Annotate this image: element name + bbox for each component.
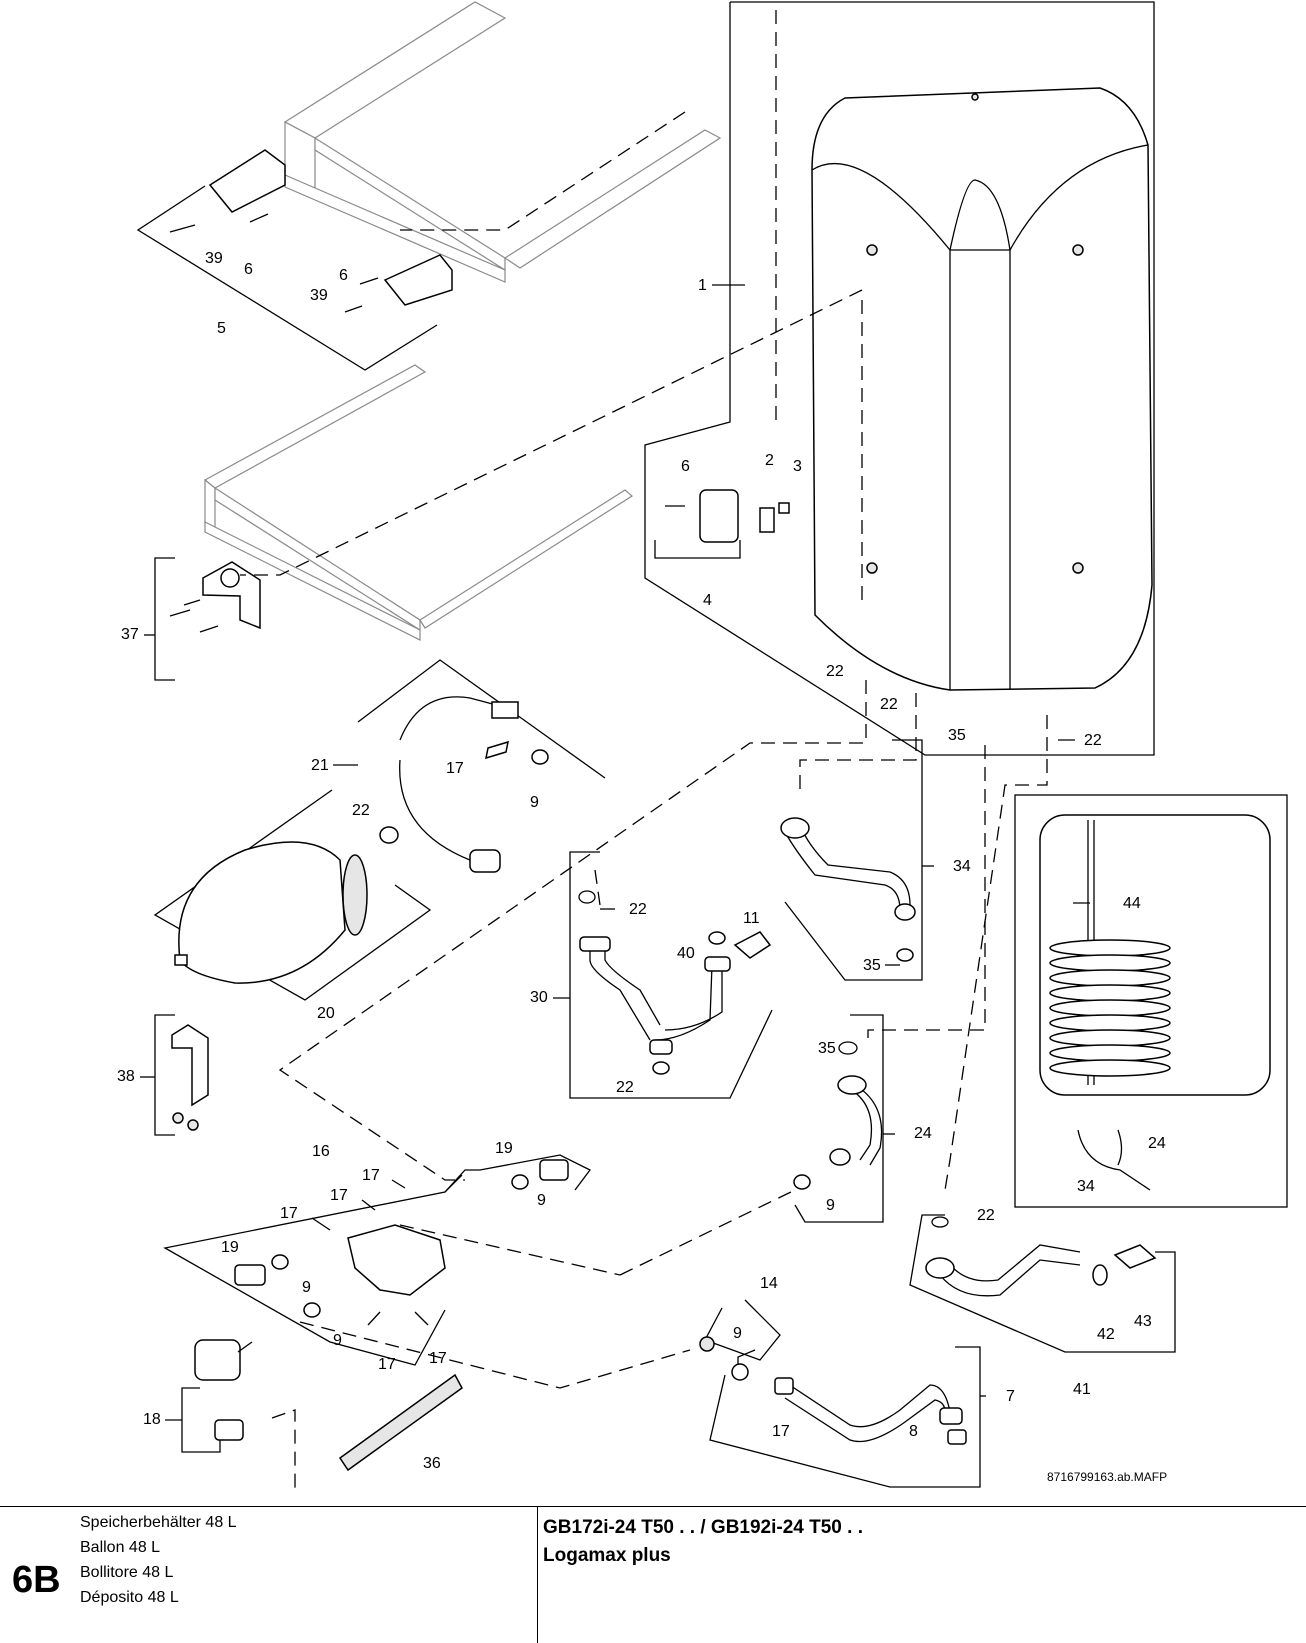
pipe-group-24 [793,1014,884,1223]
label-7: 7 [1006,1388,1015,1405]
label-20: 20 [317,1005,335,1022]
pipe-group-41 [909,1214,1176,1353]
distributor-group-16 [163,1154,591,1366]
label-22: 22 [880,696,898,713]
label-5: 5 [217,320,226,337]
connection-group-14 [699,1299,781,1381]
label-9: 9 [530,794,539,811]
label-39: 39 [205,250,223,267]
corrugated-hose-36 [338,1373,463,1472]
title-block: 6B Speicherbehälter 48 L Ballon 48 L Bol… [0,1506,1306,1643]
label-9: 9 [537,1192,546,1209]
lower-mounting-frame [203,364,634,641]
label-16: 16 [312,1143,330,1160]
product-line: Logamax plus [543,1545,671,1566]
label-8: 8 [909,1423,918,1440]
label-6: 6 [681,458,690,475]
label-17: 17 [330,1187,348,1204]
label-17: 17 [429,1350,447,1367]
label-9: 9 [826,1197,835,1214]
bracket-group-5 [136,149,453,371]
tank-cross-section [1014,794,1288,1208]
part-number-labels: 1 2 3 4 5 6 6 6 7 8 9 9 9 9 9 9 11 14 16… [117,250,1166,1472]
heating-coil [1049,939,1171,1077]
label-19: 19 [495,1140,513,1157]
description-es: Déposito 48 L [80,1589,179,1606]
label-40: 40 [677,945,695,962]
expansion-vessel-group [153,659,606,1001]
label-43: 43 [1134,1313,1152,1330]
upper-mounting-frame [283,1,722,283]
label-42: 42 [1097,1326,1115,1343]
drawing-reference-code: 8716799163.ab.MAFP [1047,1470,1168,1484]
label-34: 34 [953,858,971,875]
label-22: 22 [616,1079,634,1096]
controller-group-4 [654,489,790,559]
label-22: 22 [352,802,370,819]
label-19: 19 [221,1239,239,1256]
label-38: 38 [117,1068,135,1085]
label-leaders [140,284,1090,1421]
pipe-group-7 [709,1346,981,1488]
label-22: 22 [1084,732,1102,749]
label-35: 35 [818,1040,836,1057]
label-36: 36 [423,1455,441,1472]
label-35: 35 [948,727,966,744]
pipe-group-34 [780,739,923,981]
label-21: 21 [311,757,329,774]
label-24: 24 [914,1125,932,1142]
label-30: 30 [530,989,548,1006]
bracket-group-38 [154,1014,209,1136]
label-22: 22 [629,901,647,918]
model-info: GB172i-24 T50 . . / GB192i-24 T50 . . Lo… [543,1514,863,1570]
pipe-group-30 [569,851,773,1099]
label-9: 9 [733,1325,742,1342]
valve-group-18 [181,1339,253,1453]
label-39: 39 [310,287,328,304]
part-description: Speicherbehälter 48 L Ballon 48 L Bollit… [80,1510,237,1610]
label-17: 17 [378,1356,396,1373]
section-number: 6B [12,1559,61,1601]
storage-tank [644,1,1155,756]
label-6: 6 [339,267,348,284]
label-34: 34 [1077,1178,1095,1195]
label-22: 22 [826,663,844,680]
label-22: 22 [977,1207,995,1224]
bracket-group-37 [154,557,261,681]
label-14: 14 [760,1275,778,1292]
label-17: 17 [446,760,464,777]
label-35: 35 [863,957,881,974]
label-2: 2 [765,452,774,469]
label-3: 3 [793,458,802,475]
description-de: Speicherbehälter 48 L [80,1514,237,1531]
dashed-leader-lines [240,10,1048,1495]
label-6: 6 [244,261,253,278]
label-17: 17 [772,1423,790,1440]
label-17: 17 [280,1205,298,1222]
label-18: 18 [143,1411,161,1428]
description-fr: Ballon 48 L [80,1539,161,1556]
label-1: 1 [698,277,707,294]
label-9: 9 [333,1332,342,1349]
description-it: Bollitore 48 L [80,1564,174,1581]
label-24: 24 [1148,1135,1166,1152]
exploded-parts-diagram: 1 2 3 4 5 6 6 6 7 8 9 9 9 9 9 9 11 14 16… [117,1,1288,1495]
label-41: 41 [1073,1381,1091,1398]
label-11: 11 [743,910,760,927]
label-37: 37 [121,626,139,643]
label-17: 17 [362,1167,380,1184]
label-44: 44 [1123,895,1141,912]
title-block-divider [537,1507,538,1643]
label-9: 9 [302,1279,311,1296]
label-4: 4 [703,592,712,609]
model-line: GB172i-24 T50 . . / GB192i-24 T50 . . [543,1517,863,1538]
